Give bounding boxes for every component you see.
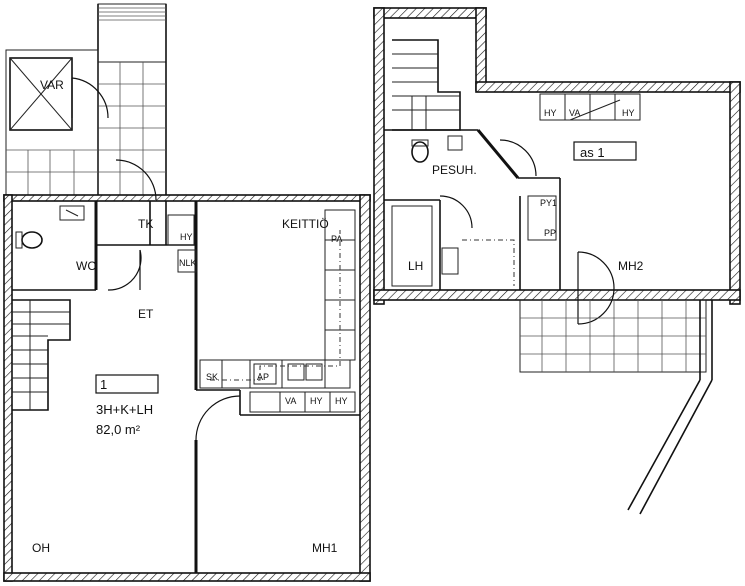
upper-stairs xyxy=(392,39,461,131)
fixture-label-hy-up-b: HY xyxy=(622,108,635,118)
wc-fixtures xyxy=(15,205,142,291)
mh1-door xyxy=(195,395,241,441)
ground-floor-walls xyxy=(3,194,371,582)
room-label-mh1: MH1 xyxy=(312,541,338,555)
fixture-label-ap: AP xyxy=(257,372,269,382)
mh2-door xyxy=(577,251,615,325)
fixture-label-pa: PA xyxy=(331,234,342,244)
door-swing-tk xyxy=(115,159,157,201)
room-label-var: VAR xyxy=(40,78,64,92)
ground-interior-walls xyxy=(12,201,360,573)
fixture-label-sk: SK xyxy=(206,372,218,382)
apartment-area: 82,0 m² xyxy=(96,422,141,437)
terrace-top-tiles xyxy=(97,3,167,195)
upper-closets xyxy=(539,93,641,121)
ground-stairs xyxy=(12,299,71,411)
fixture-label-va-up: VA xyxy=(569,108,580,118)
room-label-et: ET xyxy=(138,307,154,321)
room-label-lh: LH xyxy=(408,259,423,273)
upper-floor-walls xyxy=(373,7,741,305)
fixture-label-hy-mh1-a: HY xyxy=(310,396,323,406)
room-label-keittio: KEITTIÖ xyxy=(282,217,329,231)
apartment-number: 1 xyxy=(100,377,107,392)
room-label-mh2: MH2 xyxy=(618,259,644,273)
room-label-oh: OH xyxy=(32,541,50,555)
fixture-label-va-mh1: VA xyxy=(285,396,296,406)
room-label-pesuh: PESUH. xyxy=(432,163,477,177)
upper-interior-walls xyxy=(384,129,561,290)
storage-area xyxy=(5,49,109,196)
fixture-label-hy-up-a: HY xyxy=(544,108,557,118)
fixture-label-hy-tk: HY xyxy=(180,232,193,242)
room-label-tk: TK xyxy=(138,217,153,231)
fixture-label-pp: PP xyxy=(544,228,556,238)
room-label-wc: WC xyxy=(76,259,96,273)
fixture-label-hy-mh1-b: HY xyxy=(335,396,348,406)
floor-label: as 1 xyxy=(580,145,605,160)
apartment-number-box xyxy=(95,374,159,394)
floor-label-box xyxy=(573,141,637,161)
fixture-label-nlk: NLK xyxy=(179,258,197,268)
bathroom-fixtures xyxy=(391,135,557,287)
kitchen-fixtures xyxy=(167,209,356,413)
apartment-type: 3H+K+LH xyxy=(96,402,153,417)
balcony-right-tiles xyxy=(519,299,713,515)
fixture-label-py: PY1 xyxy=(540,198,557,208)
